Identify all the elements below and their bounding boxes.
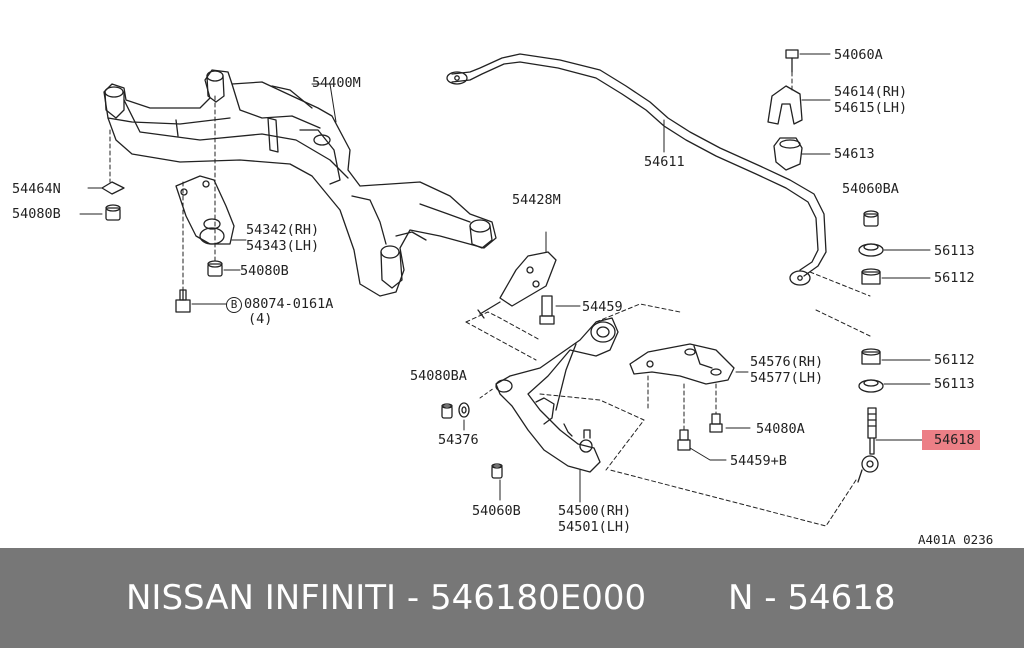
callout-54060BA: 54060BA (842, 181, 899, 197)
small-hardware-arm (441, 387, 581, 503)
right-column-hardware (609, 49, 931, 527)
parts-diagram: 54400M 54464N 54080B 54342(RH) 54343(LH)… (12, 47, 994, 547)
callout-54080BA-left: 54080BA (410, 368, 467, 384)
callout-56113-lower: 56113 (934, 376, 975, 392)
crossmember-drawing (103, 69, 497, 297)
callout-56113-upper: 56113 (934, 243, 975, 259)
callout-54060B: 54060B (472, 503, 521, 519)
callout-54343: 54343(LH) (246, 238, 320, 254)
callout-54428M: 54428M (512, 192, 561, 208)
crossmember-leaders (79, 83, 337, 305)
callout-54615: 54615(LH) (834, 100, 908, 116)
callout-54501: 54501(LH) (558, 519, 632, 535)
callout-54613: 54613 (834, 146, 875, 162)
callout-08074-qty: (4) (248, 311, 273, 327)
callout-54500: 54500(RH) (558, 503, 632, 519)
footer-bar: NISSAN INFINITI - 546180E000 N - 54618 (0, 548, 1024, 648)
callout-56112-lower: 56112 (934, 352, 975, 368)
mount-bracket (175, 175, 235, 245)
callout-54618-highlighted: 54618 (922, 430, 980, 450)
callout-54080B-lower: 54080B (240, 263, 289, 279)
callout-54576: 54576(RH) (750, 354, 824, 370)
small-hardware-left (101, 181, 223, 277)
callout-54614: 54614(RH) (834, 84, 908, 100)
callout-54400M: 54400M (312, 75, 361, 91)
stabilizer-bar (446, 53, 871, 337)
diagram-drawing (79, 49, 931, 527)
control-arm (465, 231, 681, 473)
footer-brand-part-number: NISSAN INFINITI - 546180E000 (126, 578, 647, 618)
callout-54080B: 54080B (12, 206, 61, 222)
callout-54459B: 54459+B (730, 453, 787, 469)
diagram-code: A401A 0236 (918, 532, 994, 547)
footer-part-code: N - 54618 (728, 578, 896, 618)
plate-bracket (629, 343, 751, 461)
callout-circle-b: B (226, 297, 242, 313)
callout-54611: 54611 (644, 154, 685, 170)
bolt-08074 (175, 289, 191, 313)
callout-54464N: 54464N (12, 181, 61, 197)
callout-54577: 54577(LH) (750, 370, 824, 386)
callout-56112-upper: 56112 (934, 270, 975, 286)
callout-54376: 54376 (438, 432, 479, 448)
callout-54080A: 54080A (756, 421, 805, 437)
callout-54459: 54459 (582, 299, 623, 315)
callout-54342: 54342(RH) (246, 222, 320, 238)
callout-08074-number: 08074-0161A (244, 296, 334, 312)
callout-54060A: 54060A (834, 47, 883, 63)
